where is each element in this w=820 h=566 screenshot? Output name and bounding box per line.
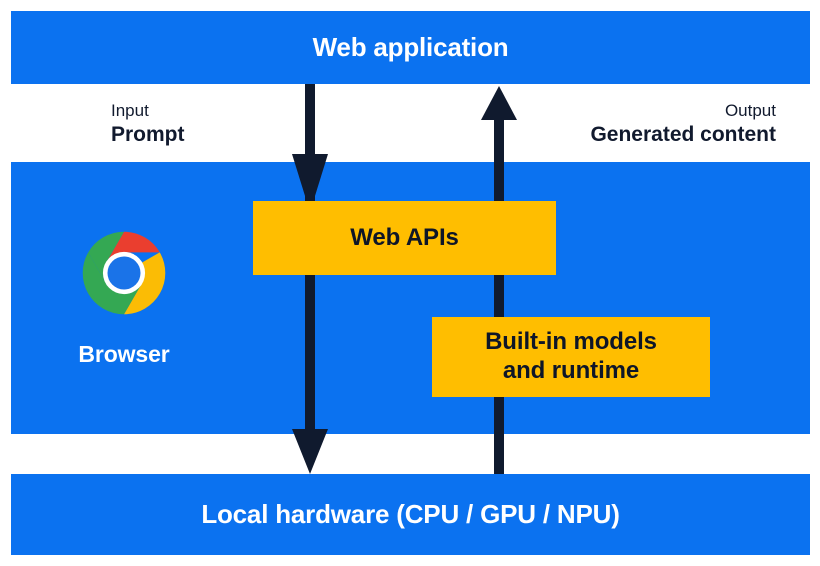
flow-label-input-kicker: Input: [111, 101, 149, 120]
box-builtin-models[interactable]: Built-in models and runtime: [432, 317, 710, 397]
box-builtin-models-label-line2: and runtime: [502, 357, 640, 384]
flow-label-output: Output Generated content: [590, 100, 776, 149]
band-web-application: Web application: [11, 11, 810, 84]
box-builtin-models-label-line1: Built-in models: [485, 328, 657, 356]
browser-label: Browser: [78, 341, 170, 367]
box-web-apis[interactable]: Web APIs: [253, 201, 556, 275]
flow-label-input-value: Prompt: [111, 122, 185, 146]
flow-label-output-kicker: Output: [724, 101, 776, 120]
flow-label-input: Input Prompt: [111, 100, 185, 149]
box-builtin-models-label: Built-in models and runtime: [485, 328, 657, 386]
arrow-up-icon: [478, 84, 520, 476]
box-web-apis-label: Web APIs: [350, 223, 459, 251]
band-web-application-label: Web application: [312, 31, 509, 62]
band-local-hardware-label: Local hardware (CPU / GPU / NPU): [201, 498, 620, 529]
arrow-down-icon: [289, 84, 331, 476]
chrome-logo-icon: [81, 230, 167, 316]
band-local-hardware: Local hardware (CPU / GPU / NPU): [11, 474, 810, 555]
flow-label-output-value: Generated content: [590, 122, 776, 146]
